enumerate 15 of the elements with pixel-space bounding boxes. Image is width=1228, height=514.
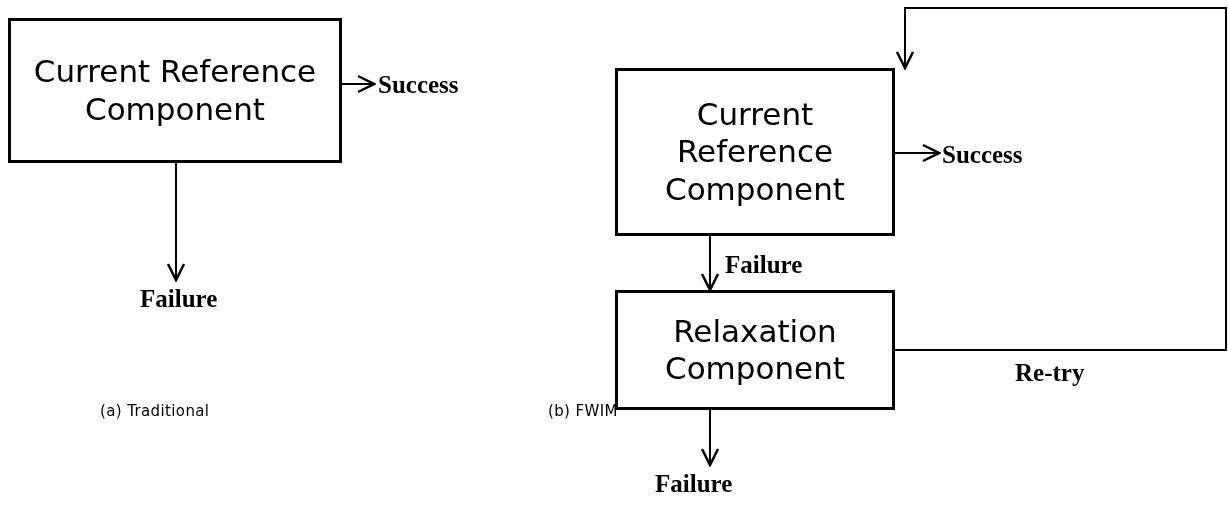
arrow [700, 409, 720, 467]
arrow [341, 74, 376, 94]
outcome-text: Success [378, 68, 548, 102]
arrow [894, 143, 941, 163]
process-box: Current Reference Component [8, 18, 342, 163]
outcome-text: Success [942, 138, 1112, 172]
arrow [700, 235, 720, 292]
panel-caption: (a) Traditional [100, 401, 210, 422]
outcome-text: Failure [655, 468, 775, 500]
panel-caption: (b) FWIM [548, 401, 618, 422]
process-box: Current Reference Component [615, 68, 895, 236]
process-box: Relaxation Component [615, 290, 895, 410]
arrow [166, 162, 186, 282]
outcome-text: Failure [140, 283, 260, 315]
arrow [894, 7, 1227, 351]
